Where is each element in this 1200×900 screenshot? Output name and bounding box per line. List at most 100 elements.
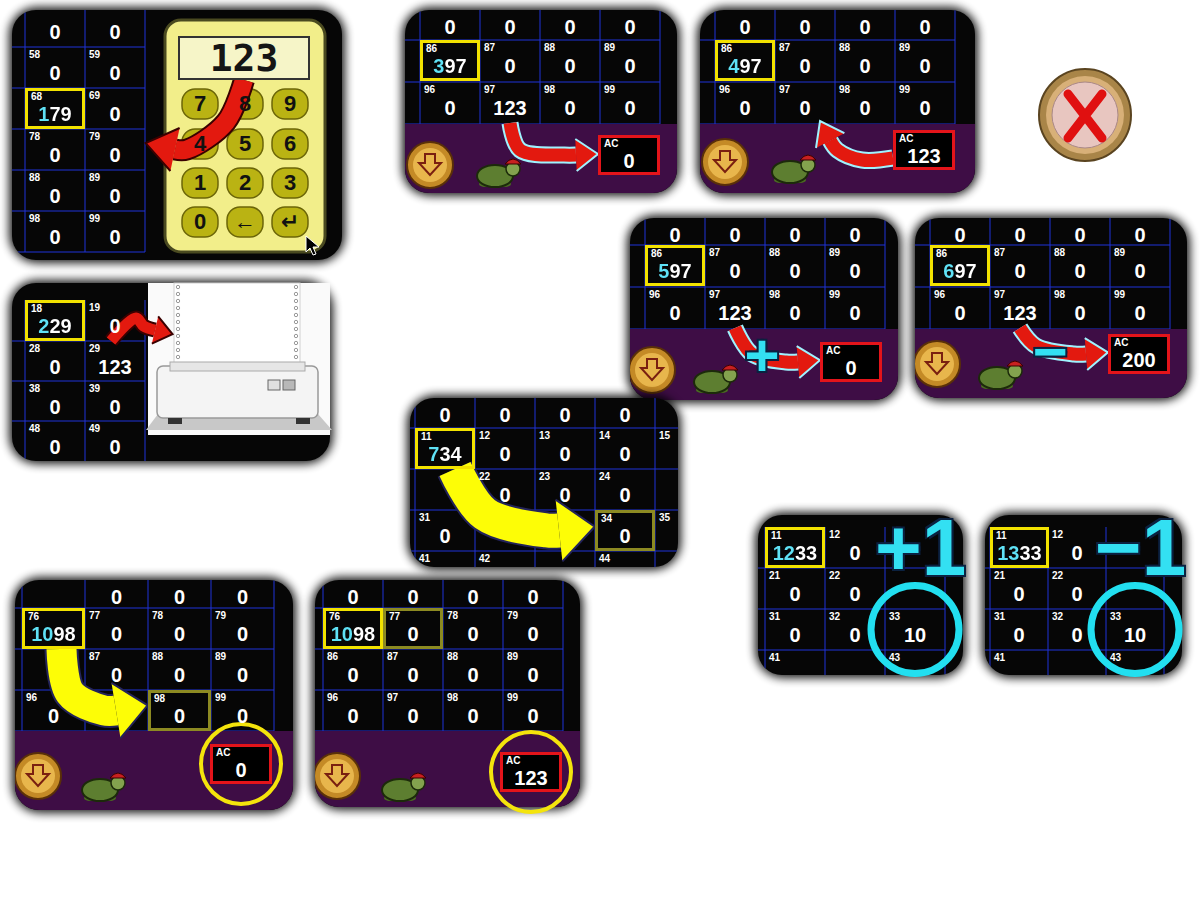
paper-feed-hole	[294, 299, 297, 302]
memory-value: 0	[109, 62, 120, 84]
memory-address: 31	[769, 611, 780, 622]
memory-address: 41	[769, 652, 780, 663]
grid-line	[660, 10, 661, 124]
memory-address: 34	[601, 513, 612, 524]
printer-foot	[296, 418, 310, 424]
memory-value: 0	[109, 226, 120, 248]
grid-line	[563, 580, 564, 731]
control-band	[315, 731, 580, 807]
memory-address: 77	[389, 611, 400, 622]
highlight-ring	[201, 724, 281, 804]
memory-address: 14	[599, 430, 610, 441]
memory-value: 0	[407, 705, 418, 727]
panel-shadow	[9, 7, 345, 263]
memory-address: 31	[419, 512, 430, 523]
memory-value: 0	[347, 664, 358, 686]
memory-address: 86	[426, 43, 437, 54]
memory-panel	[12, 10, 342, 260]
printer-foot	[168, 418, 182, 424]
memory-address: 78	[29, 131, 40, 142]
memory-address: 96	[719, 84, 730, 95]
memory-value: 0	[444, 16, 455, 38]
grid-line	[274, 580, 275, 731]
memory-value: 0	[564, 55, 575, 77]
calculator-key-cap	[227, 207, 263, 237]
grid-line	[915, 287, 1170, 288]
highlight-ring	[491, 732, 571, 812]
paper-feed-hole	[176, 299, 179, 302]
data-arrow	[62, 649, 117, 711]
memory-address: 99	[604, 84, 615, 95]
down-button	[15, 753, 61, 799]
calculator-body	[165, 20, 325, 252]
calculator-key: 5	[227, 131, 263, 157]
calculator-key-cap	[272, 168, 308, 198]
paper-feed-hole	[176, 355, 179, 358]
grid-line	[955, 10, 956, 124]
grid-line	[765, 218, 766, 329]
memory-value: 0	[174, 586, 185, 608]
memory-value: 0	[407, 586, 418, 608]
grid-line	[25, 10, 26, 252]
memory-value: 0	[669, 224, 680, 246]
calculator-key-cap	[272, 207, 308, 237]
data-arrow	[455, 469, 559, 531]
memory-value: 0	[669, 302, 680, 324]
memory-value: 0	[619, 525, 630, 547]
memory-address: 97	[994, 289, 1005, 300]
memory-address: 42	[479, 553, 490, 564]
memory-value: 0	[237, 705, 248, 727]
grid-line	[895, 10, 896, 124]
calculator-key: 6	[272, 131, 308, 157]
turtle-hat	[1007, 361, 1023, 366]
memory-value: 0	[467, 705, 478, 727]
memory-value: 0	[504, 55, 515, 77]
memory-value: 0	[49, 396, 60, 418]
memory-value: 0	[859, 55, 870, 77]
memory-address: 41	[994, 652, 1005, 663]
grid-line	[405, 82, 660, 83]
down-arrow-icon	[641, 359, 663, 380]
memory-value: 0	[1071, 542, 1082, 564]
memory-address: 89	[215, 651, 226, 662]
memory-value: 0	[729, 260, 740, 282]
memory-address: 88	[544, 42, 555, 53]
calculator-key-cap	[182, 168, 218, 198]
panel-ground	[410, 398, 678, 567]
paper-feed-hole	[294, 334, 297, 337]
memory-address: 88	[447, 651, 458, 662]
memory-address: 89	[1114, 247, 1125, 258]
memory-value: 0	[407, 664, 418, 686]
memory-value: 0	[237, 586, 248, 608]
down-button-face	[920, 347, 954, 381]
memory-value: 0	[1074, 302, 1085, 324]
panel-shadow	[697, 7, 978, 196]
calculator-key-cap	[227, 129, 263, 159]
operation-sign: −	[1032, 327, 1067, 377]
memory-value: 597	[658, 260, 691, 282]
memory-value: 0	[859, 16, 870, 38]
printer-backdrop	[148, 283, 330, 435]
memory-value: 0	[849, 224, 860, 246]
memory-cell: 29123	[85, 341, 145, 382]
memory-address: 43	[889, 652, 900, 663]
down-arrow-icon	[419, 154, 441, 175]
down-button-face	[413, 148, 447, 182]
memory-value: 0	[467, 623, 478, 645]
memory-value: 0	[111, 623, 122, 645]
memory-address: 99	[829, 289, 840, 300]
memory-value: 0	[48, 705, 59, 727]
quit-button	[1039, 69, 1131, 161]
accumulator-label: AC	[604, 138, 618, 149]
accumulator-box: AC0	[210, 744, 272, 784]
calculator-key: 1	[182, 170, 218, 196]
memory-value: 0	[111, 664, 122, 686]
memory-value: 0	[467, 664, 478, 686]
grid-line	[630, 287, 885, 288]
memory-address: 12	[829, 529, 840, 540]
panel-ground	[315, 580, 580, 807]
panel-ground	[12, 283, 330, 461]
calculator-display: 123	[178, 36, 310, 80]
memory-panel	[315, 580, 580, 807]
